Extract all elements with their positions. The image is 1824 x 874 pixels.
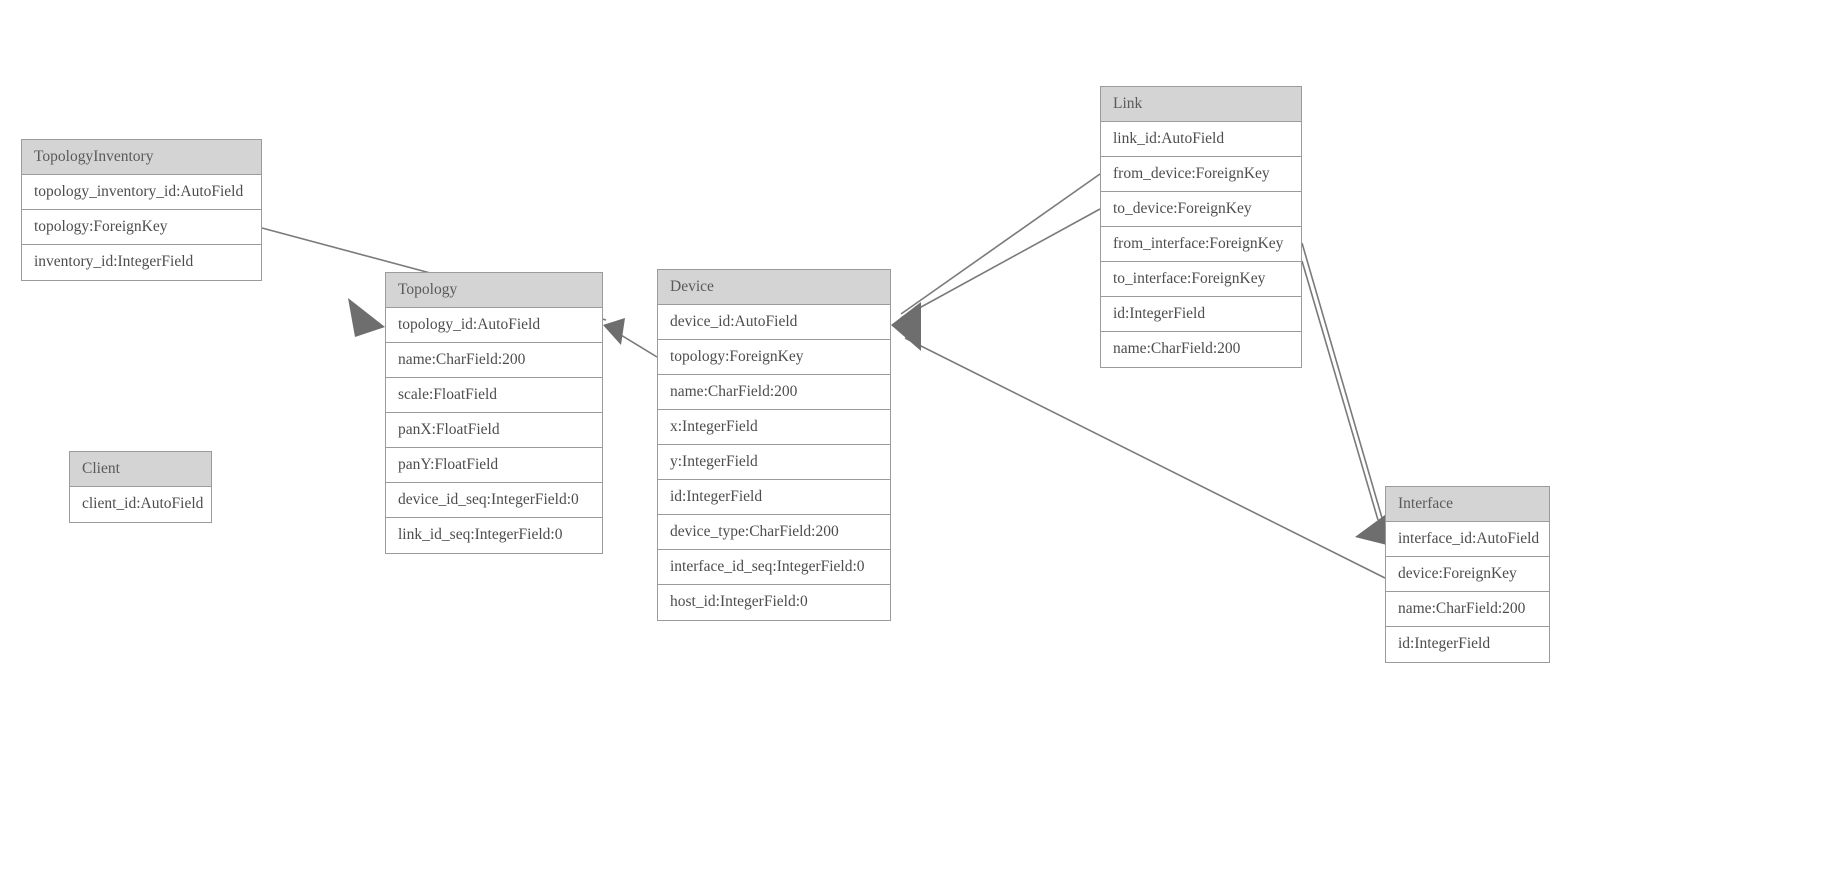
entity-field: from_device:ForeignKey: [1101, 157, 1301, 192]
entity-fields-client: client_id:AutoField: [70, 487, 211, 522]
entity-title-topology: Topology: [386, 273, 602, 308]
entity-field: inventory_id:IntegerField: [22, 245, 261, 280]
entity-field: name:CharField:200: [1101, 332, 1301, 367]
entity-field: to_device:ForeignKey: [1101, 192, 1301, 227]
entity-field: device_id_seq:IntegerField:0: [386, 483, 602, 518]
entity-field: to_interface:ForeignKey: [1101, 262, 1301, 297]
entity-field: link_id:AutoField: [1101, 122, 1301, 157]
entity-field: panX:FloatField: [386, 413, 602, 448]
entity-title-interface: Interface: [1386, 487, 1549, 522]
entity-field: from_interface:ForeignKey: [1101, 227, 1301, 262]
arrowhead-device-topology: [603, 318, 625, 345]
entity-field: host_id:IntegerField:0: [658, 585, 890, 620]
entity-field: id:IntegerField: [1101, 297, 1301, 332]
entity-field: topology_inventory_id:AutoField: [22, 175, 261, 210]
entity-field: id:IntegerField: [1386, 627, 1549, 662]
entity-title-client: Client: [70, 452, 211, 487]
entity-field: device:ForeignKey: [1386, 557, 1549, 592]
edge-link-to-interface: [1301, 260, 1379, 521]
entity-field: link_id_seq:IntegerField:0: [386, 518, 602, 553]
edge-link-from-interface: [1301, 242, 1383, 519]
entity-title-link: Link: [1101, 87, 1301, 122]
arrowhead-topologyinventory-topology: [348, 298, 385, 337]
entity-field: client_id:AutoField: [70, 487, 211, 522]
arrowhead-link-interface: [1355, 512, 1389, 545]
entity-field: x:IntegerField: [658, 410, 890, 445]
edge-interface-device: [904, 337, 1386, 579]
entity-field: device_type:CharField:200: [658, 515, 890, 550]
arrowhead-link-device: [891, 302, 921, 335]
entity-field: id:IntegerField: [658, 480, 890, 515]
arrowhead-interface-device: [891, 318, 921, 351]
edge-link-from-device: [900, 173, 1101, 315]
entity-title-topology_inventory: TopologyInventory: [22, 140, 261, 175]
entity-field: topology_id:AutoField: [386, 308, 602, 343]
entity-field: name:CharField:200: [386, 343, 602, 378]
entity-field: y:IntegerField: [658, 445, 890, 480]
entity-field: device_id:AutoField: [658, 305, 890, 340]
entity-field: name:CharField:200: [1386, 592, 1549, 627]
edge-device-topology: [615, 331, 658, 358]
entity-field: name:CharField:200: [658, 375, 890, 410]
entity-field: scale:FloatField: [386, 378, 602, 413]
entity-field: topology:ForeignKey: [22, 210, 261, 245]
entity-field: interface_id:AutoField: [1386, 522, 1549, 557]
edge-link-to-device: [900, 208, 1101, 319]
entity-field: topology:ForeignKey: [658, 340, 890, 375]
entity-field: panY:FloatField: [386, 448, 602, 483]
entity-title-device: Device: [658, 270, 890, 305]
entity-field: interface_id_seq:IntegerField:0: [658, 550, 890, 585]
